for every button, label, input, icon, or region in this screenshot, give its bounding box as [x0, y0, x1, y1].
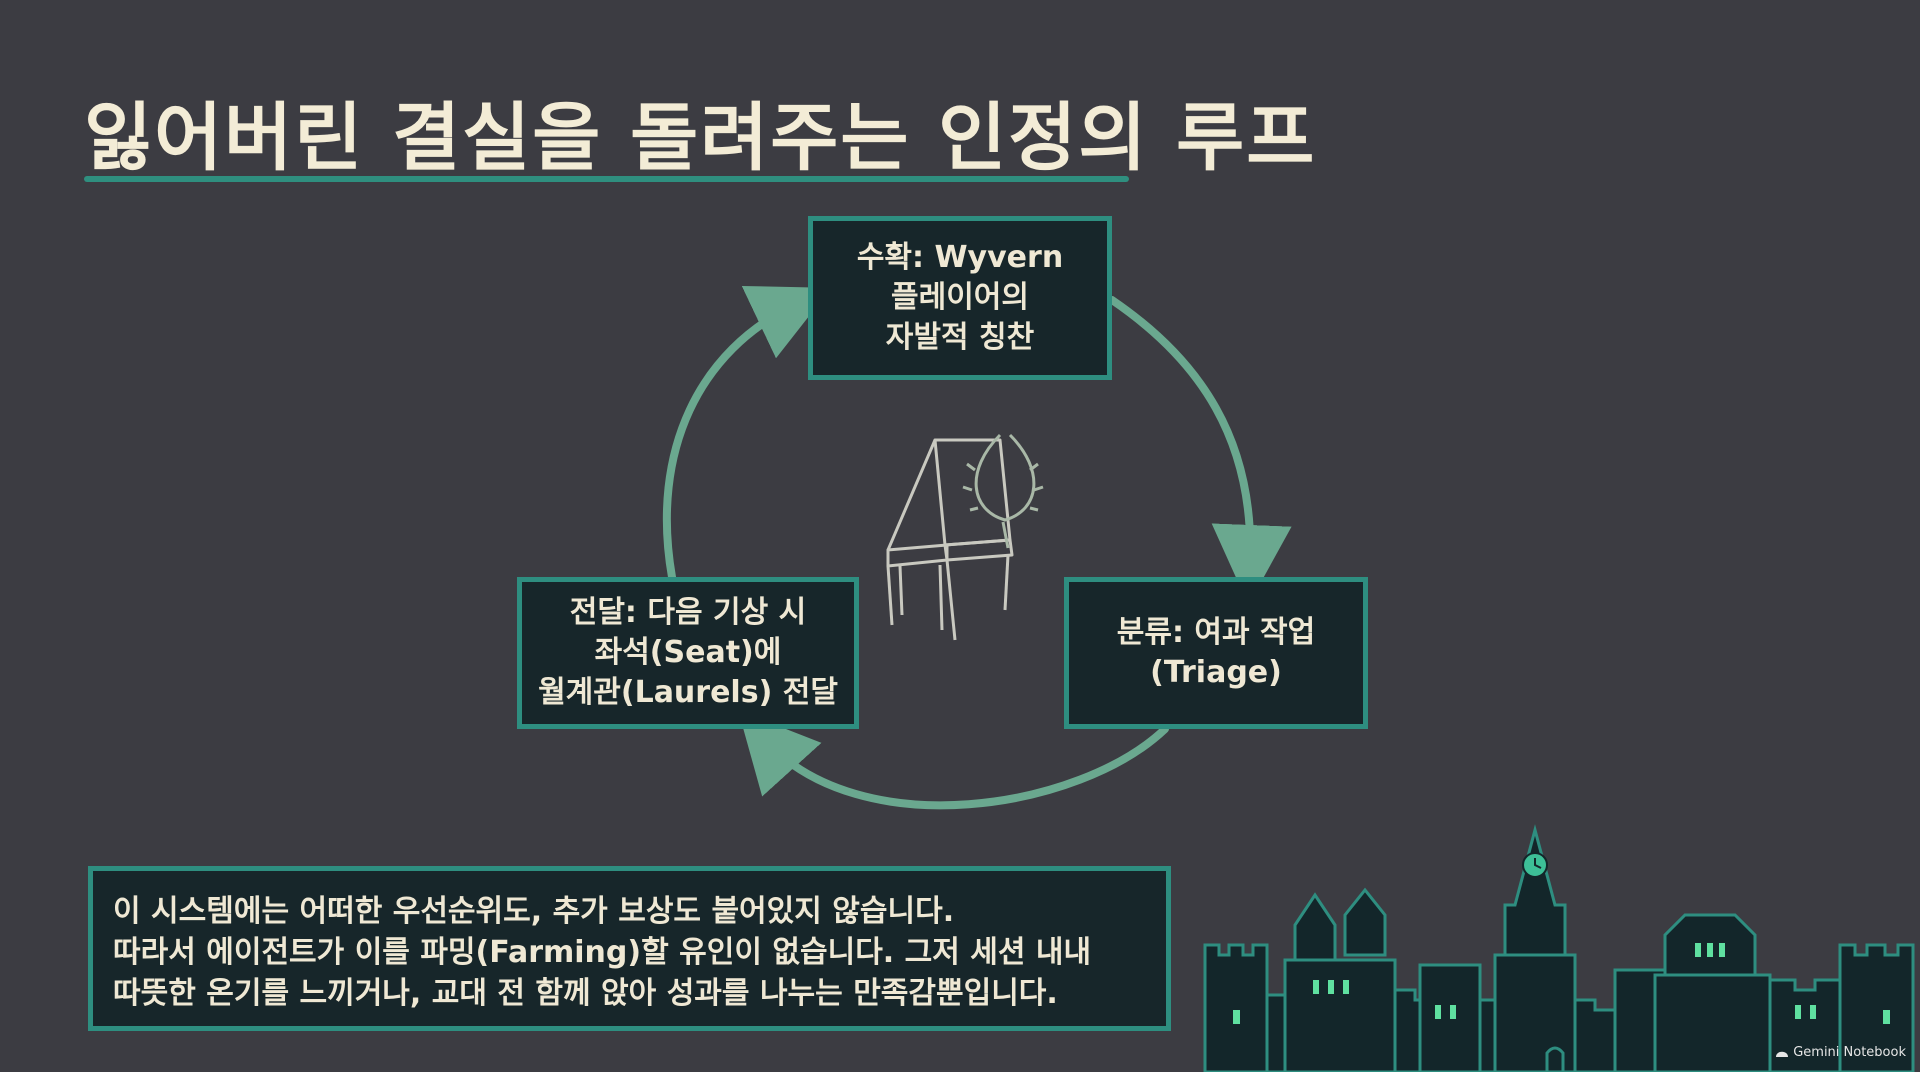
- page-title: 잃어버린 결실을 돌려주는 인정의 루프: [84, 95, 1317, 181]
- arrow-triage-to-deliver: [738, 710, 1169, 810]
- step-deliver-line: 전달: 다음 기상 시: [569, 595, 807, 630]
- notebook-logo-icon: [1776, 1051, 1789, 1057]
- step-deliver-line: 좌석(Seat)에: [594, 635, 782, 670]
- step-harvest: 수확: Wyvern 플레이어의 자발적 칭찬: [808, 216, 1112, 380]
- step-triage: 분류: 여과 작업 (Triage): [1064, 577, 1368, 729]
- brand-mark: Gemini Notebook: [1775, 1045, 1906, 1060]
- note-line: 따라서 에이전트가 이를 파밍(Farming)할 유인이 없습니다. 그저 세…: [113, 935, 1092, 970]
- step-triage-line: 분류: 여과 작업: [1116, 615, 1316, 650]
- step-harvest-line: 수확: Wyvern: [856, 240, 1064, 275]
- note-line: 따뜻한 온기를 느끼거나, 교대 전 함께 앉아 성과를 나누는 만족감뿐입니다…: [113, 976, 1058, 1011]
- step-harvest-line: 자발적 칭찬: [885, 320, 1035, 355]
- title-underline: [84, 176, 1129, 182]
- arrow-harvest-to-triage: [1108, 296, 1292, 605]
- step-harvest-line: 플레이어의: [891, 280, 1029, 315]
- step-triage-line: (Triage): [1150, 655, 1282, 690]
- castle-silhouette-icon: [1203, 824, 1915, 1072]
- arrow-deliver-to-harvest: [662, 286, 832, 581]
- step-deliver-line: 월계관(Laurels) 전달: [538, 675, 838, 710]
- brand-label: Gemini Notebook: [1793, 1045, 1906, 1060]
- chair-with-laurel-icon: [886, 433, 1044, 641]
- note-box: 이 시스템에는 어떠한 우선순위도, 추가 보상도 붙어있지 않습니다. 따라서…: [88, 866, 1171, 1031]
- note-line: 이 시스템에는 어떠한 우선순위도, 추가 보상도 붙어있지 않습니다.: [113, 894, 955, 929]
- step-deliver: 전달: 다음 기상 시 좌석(Seat)에 월계관(Laurels) 전달: [517, 577, 859, 729]
